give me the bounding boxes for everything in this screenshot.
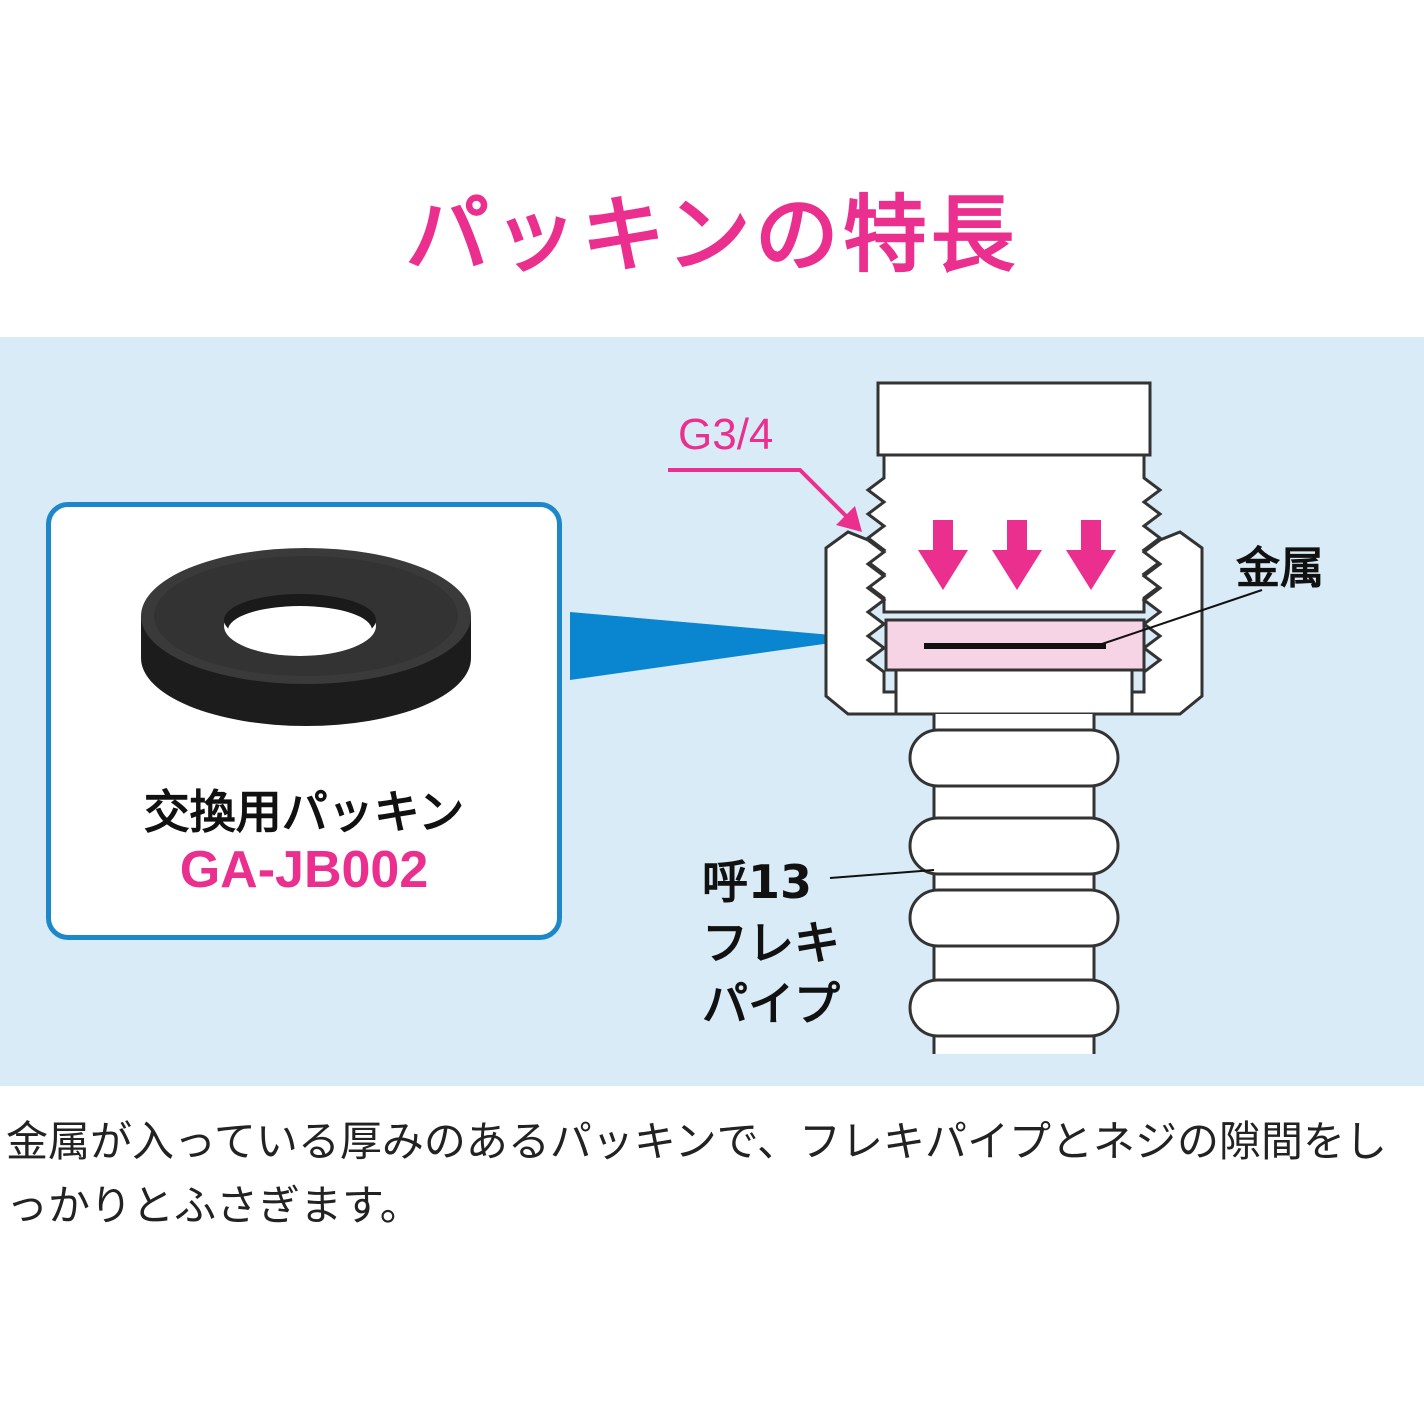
pipe-label: 呼13 フレキ パイプ (702, 852, 840, 1035)
flex-pipe (908, 714, 1120, 1054)
packing-model-code: GA-JB002 (179, 841, 429, 899)
pipe-label-line: フレキ (702, 916, 840, 970)
leader-arrowhead-icon (836, 506, 862, 532)
metal-label: 金属 (1236, 543, 1324, 594)
pipe-label-line: 呼13 (702, 855, 813, 909)
thread-size-label: G3/4 (678, 410, 774, 459)
packing-name: 交換用パッキン (143, 785, 465, 839)
callout-wedge (570, 612, 866, 680)
description-text: 金属が入っている厚みのあるパッキンで、フレキパイプとネジの隙間をしっかりとふさぎ… (6, 1117, 1387, 1230)
pipe-label-line: パイプ (702, 977, 840, 1031)
packing-ring-image (141, 548, 471, 726)
page-title: パッキンの特長 (405, 186, 1019, 284)
arrow-down-icon (1066, 520, 1116, 590)
arrow-down-icon (918, 520, 968, 590)
pipe-leader-line (829, 869, 935, 879)
metal-leader-line (1095, 589, 1263, 647)
thread-leader-line (668, 468, 852, 522)
arrow-down-icon (992, 520, 1042, 590)
pressure-arrows (918, 520, 1116, 590)
